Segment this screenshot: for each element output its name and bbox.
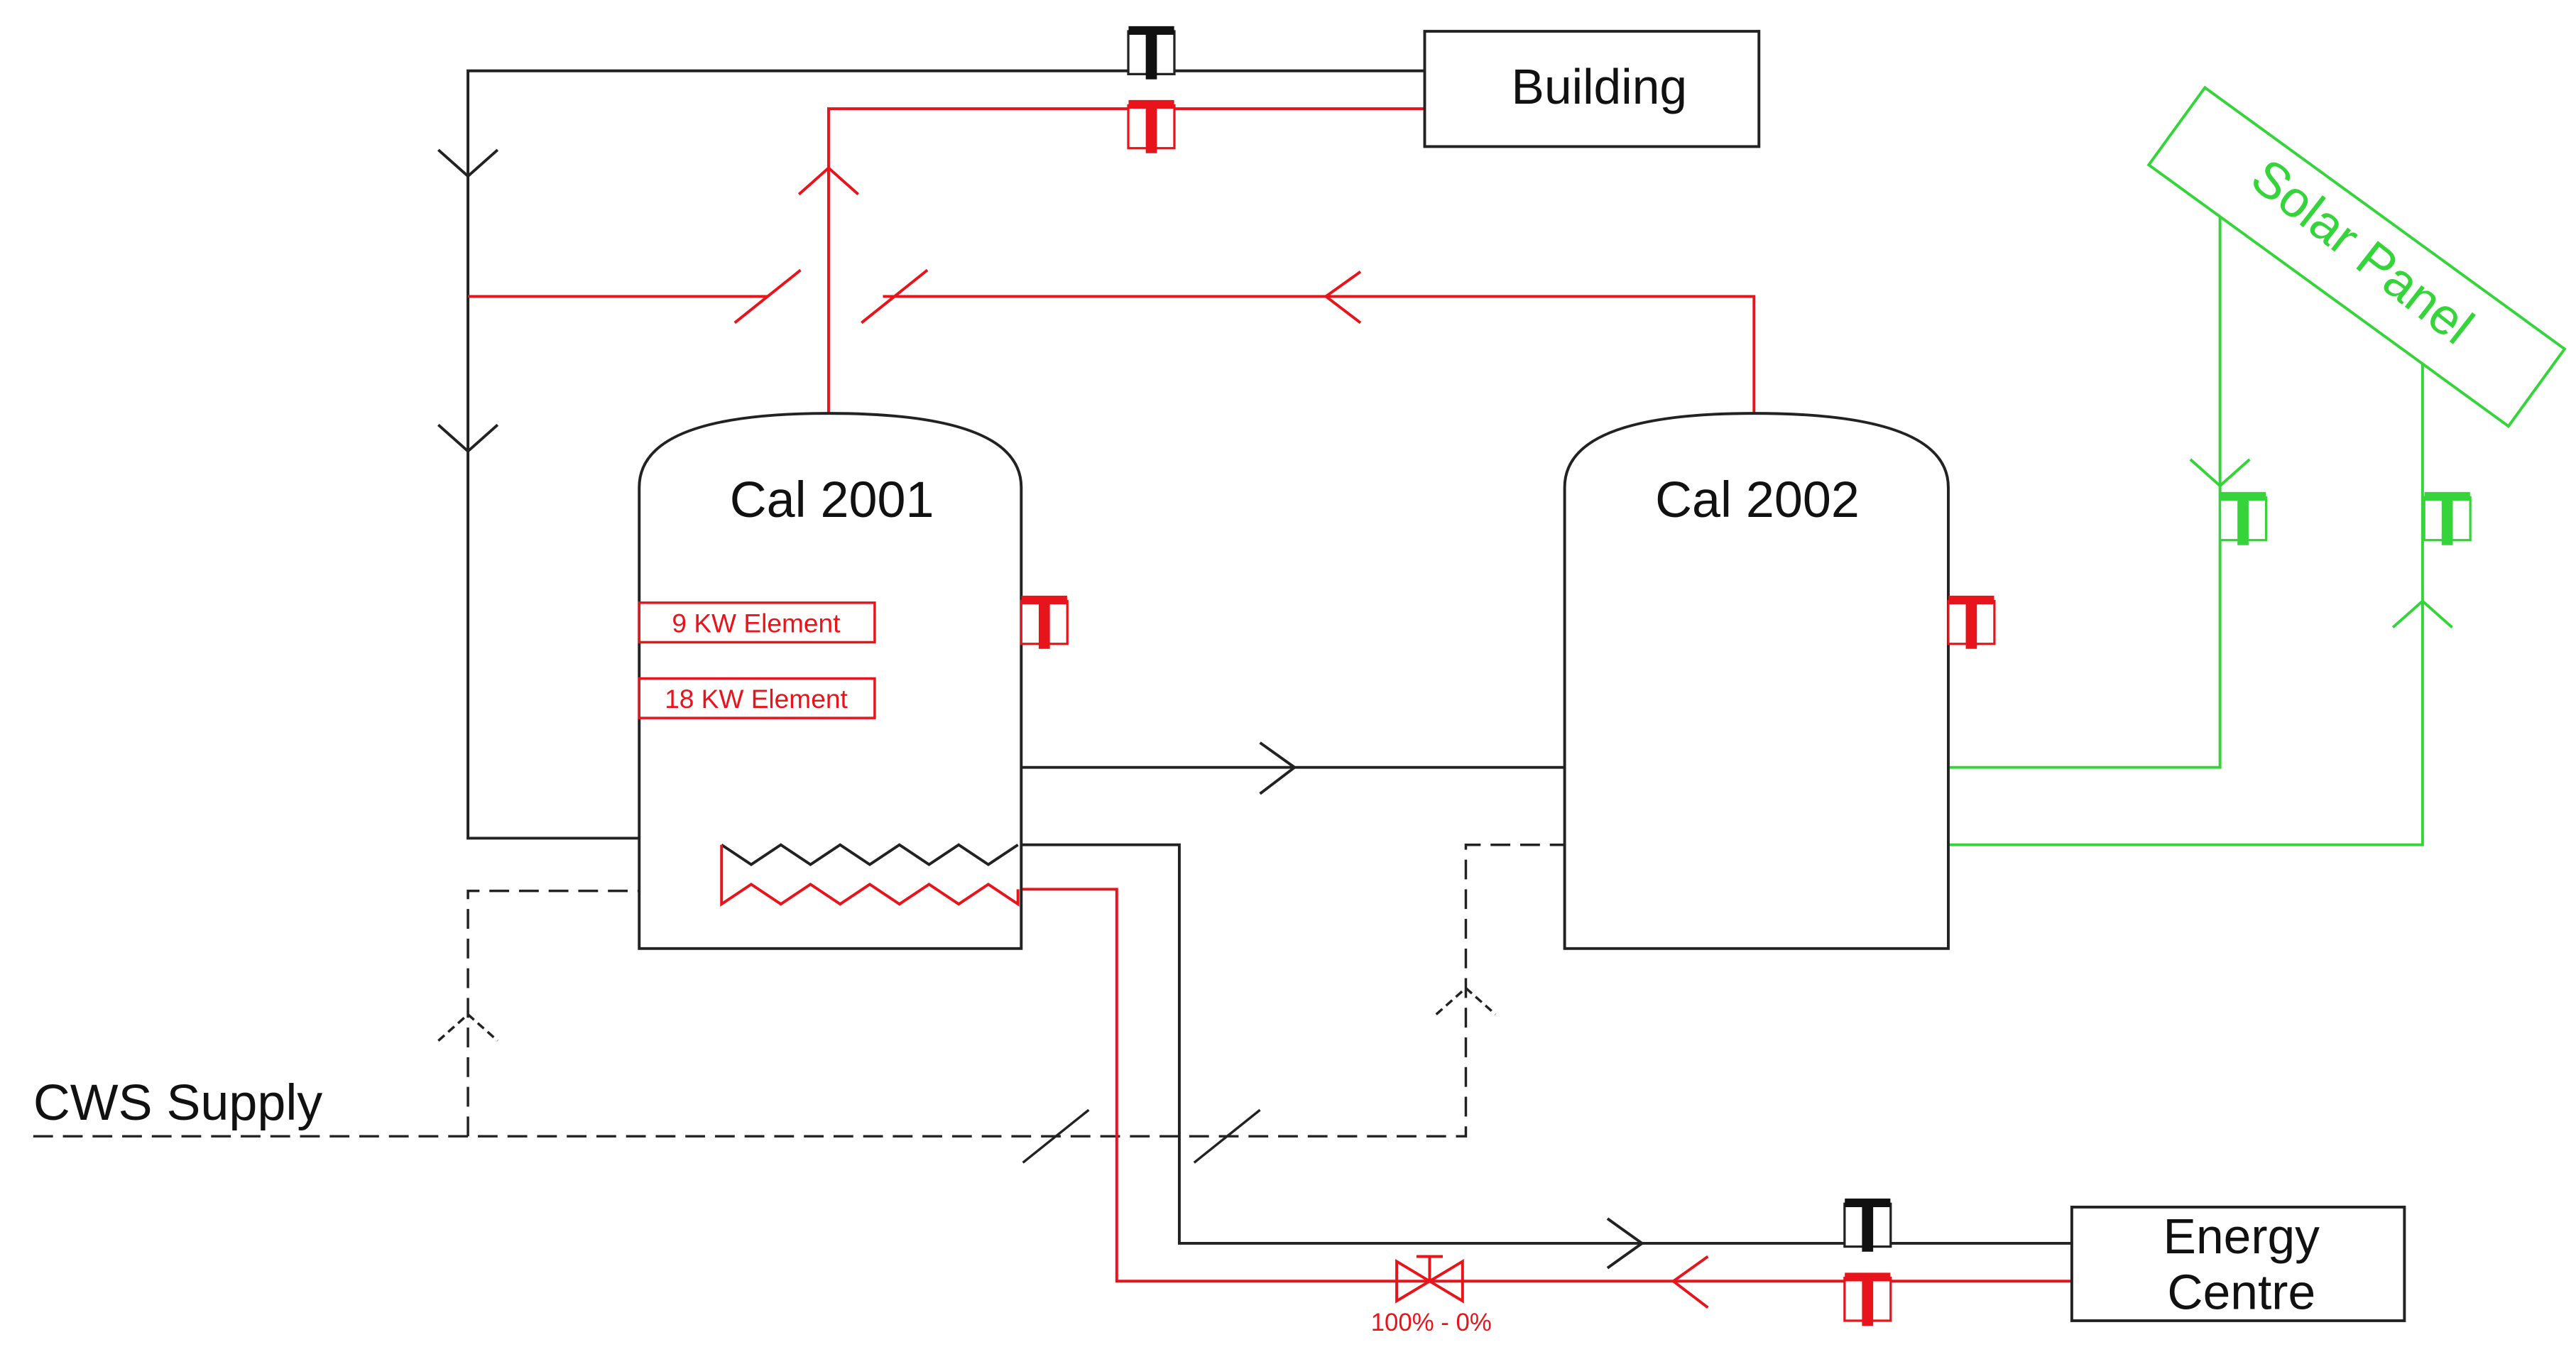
cws-arrow-up-1 [437,1013,498,1042]
svg-text:T: T [1844,1256,1892,1343]
temp-sensor-energy-supply: T [1843,1182,1892,1269]
cws-main-line [33,843,1565,1138]
energy-centre-supply-pipe [1021,843,2072,1245]
temp-sensor-cal-2001: T [1020,579,1069,666]
cws-branch-cal2001 [466,889,640,1137]
element-9kw-label: 9 KW Element [672,609,841,638]
temp-sensors: T T T T T T T T [1020,9,2472,1343]
solar-pipes [1948,197,2453,846]
solar-arrow-up [2391,599,2453,629]
cal2002-to-cal2001-pipe [883,295,1756,414]
svg-text:T: T [1844,1182,1892,1269]
temp-sensor-solar-flow: T [2219,476,2268,562]
arrow-right-energy [1606,1217,1645,1270]
building-label: Building [1512,59,1688,114]
cws-supply-label: CWS Supply [33,1074,322,1131]
svg-text:T: T [2423,476,2471,562]
valve-range-label: 100% - 0% [1371,1309,1492,1336]
valve-body [1395,1258,1464,1304]
black-arrows [437,148,1645,1270]
svg-text:T: T [1128,9,1175,96]
arrow-right-tank-link [1259,741,1297,795]
energy-centre-label-line1: Energy [2163,1209,2320,1264]
cws-arrow-up-2 [1435,986,1497,1015]
svg-text:T: T [1948,579,1995,666]
energy-centre-box [2070,1205,2406,1322]
red-break-1 [733,268,802,325]
cws-break-2 [1193,1108,1261,1164]
solar-return-pipe [1948,362,2424,846]
red-arrows-breaks [733,165,1709,1309]
cal-2002-label: Cal 2002 [1655,471,1860,528]
energy-centre-return-pipe [1021,888,2072,1283]
arrow-down-1 [437,148,499,178]
element-9kw-box [638,601,876,644]
solar-panel-box [2146,85,2567,428]
cws-breaks [1022,1108,1261,1164]
building-flow-pipe [826,107,1425,414]
temp-sensor-solar-return: T [2423,476,2472,562]
arrow-down-2 [437,423,499,454]
temp-sensor-energy-return: T [1843,1256,1892,1343]
temp-sensor-building-flow: T [1127,84,1176,170]
cal-2001-label: Cal 2001 [730,471,934,528]
valve-stem [1416,1255,1443,1282]
cws-pipes [33,843,1565,1138]
svg-text:T: T [1128,84,1175,170]
element-18kw-label: 18 KW Element [665,684,848,714]
svg-text:T: T [2220,476,2267,562]
building-return-pipe [466,69,1425,840]
arrow-up-building-flow [797,165,860,196]
element-18kw-box [638,677,876,719]
temp-sensor-cal-2002: T [1947,579,1996,666]
energy-centre-label-line2: Centre [2167,1265,2315,1320]
arrow-left-cal2002 [1324,271,1362,325]
arrow-left-energy [1671,1255,1709,1309]
mixing-valve [1395,1255,1464,1304]
svg-text:T: T [1020,579,1068,666]
red-break-2 [861,268,929,325]
temp-sensor-building-return: T [1127,9,1176,96]
coil-red-over [720,844,1020,907]
cws-arrows [437,986,1497,1042]
tank-cal-2002 [1563,412,1950,950]
cws-break-1 [1022,1108,1090,1164]
coil-black-over [721,843,1019,866]
solar-arrow-down [2189,458,2251,488]
solar-flow-pipe [1948,197,2222,769]
building-box [1423,30,1761,148]
